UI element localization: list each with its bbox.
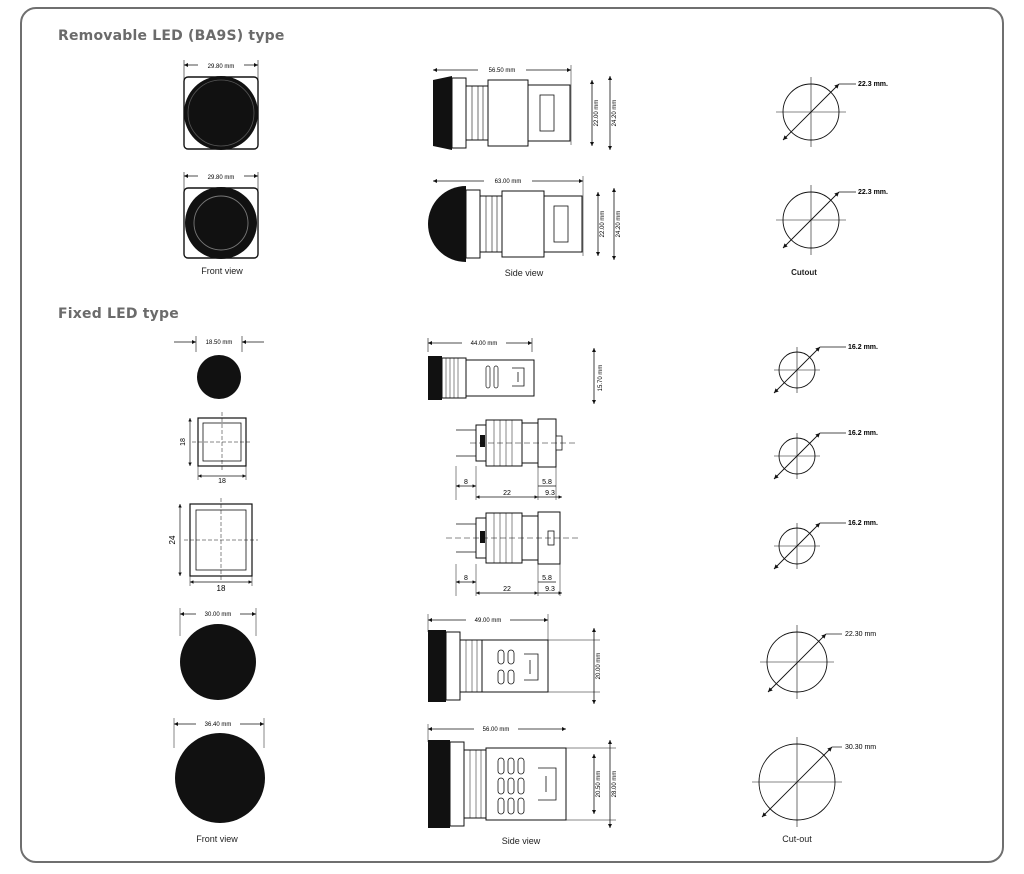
dim-label: 9.3 (545, 586, 555, 593)
dim-label: 24.20 mm (616, 211, 622, 238)
front-view-fixed-3: 24 18 (168, 498, 258, 593)
side-view-fixed-2: 8 22 5.8 9.3 (455, 418, 578, 500)
front-view-fixed-2: 18 18 (180, 412, 252, 485)
dim-label: 22.3 mm. (858, 81, 888, 88)
dim-label: 22 (503, 586, 511, 593)
cutout-fixed-2: 16.2 mm. (773, 430, 878, 480)
dim-label: 30.00 mm (205, 612, 232, 618)
side-view-fixed-5: 56.00 mm 20.50 mm 28.00 mm (427, 724, 618, 828)
front-view-fixed-1: 18.50 mm (174, 336, 264, 399)
dim-label: 44.00 mm (471, 341, 498, 347)
caption-side-view: Side view (501, 836, 541, 846)
dim-label: 16.2 mm. (848, 344, 878, 351)
dim-label: 20.50 mm (596, 771, 602, 798)
dim-label: 56.50 mm (489, 68, 516, 74)
dim-label: 22.00 mm (600, 211, 606, 238)
caption-front-view: Front view (201, 266, 243, 276)
cutout-removable-1: 22.3 mm. (776, 77, 888, 147)
dim-label: 30.30 mm (845, 744, 876, 751)
front-view-removable-1: 29.80 mm (183, 60, 259, 150)
caption-cutout: Cut-out (782, 834, 812, 844)
cutout-fixed-4: 22.30 mm (760, 625, 876, 699)
front-view-fixed-5: 36.40 mm (173, 718, 265, 823)
side-view-removable-1: 56.50 mm 22.00 mm 24.20 mm (433, 65, 618, 150)
content-frame (20, 7, 1004, 863)
front-view-fixed-4: 30.00 mm (179, 608, 257, 700)
caption-front-view: Front view (196, 834, 238, 844)
dim-label: 22 (503, 490, 511, 497)
dim-label: 56.00 mm (483, 727, 510, 733)
dim-label: 29.80 mm (208, 64, 235, 70)
caption-cutout: Cutout (791, 268, 817, 277)
caption-side-view: Side view (504, 268, 544, 278)
front-view-removable-2: 29.80 mm (183, 172, 259, 259)
dim-label: 49.00 mm (475, 618, 502, 624)
dim-label: 63.00 mm (495, 179, 522, 185)
cutout-fixed-5: 30.30 mm (752, 737, 876, 827)
side-view-fixed-3: 8 22 5.8 9.3 (446, 511, 578, 596)
dim-label: 18 (218, 478, 226, 485)
cutout-fixed-1: 16.2 mm. (773, 344, 878, 394)
dim-label: 24 (168, 535, 177, 544)
dim-label: 28.00 mm (612, 771, 618, 798)
dim-label: 18 (180, 438, 187, 446)
dim-label: 8 (464, 479, 468, 486)
cutout-removable-2: 22.3 mm. (776, 185, 888, 255)
side-view-fixed-4: 49.00 mm 20.00 mm (427, 614, 602, 704)
side-view-removable-2: 63.00 mm 22.00 mm 24.20 mm (428, 176, 622, 262)
dim-label: 16.2 mm. (848, 520, 878, 527)
dim-label: 5.8 (542, 479, 552, 486)
dim-label: 22.3 mm. (858, 189, 888, 196)
cutout-fixed-3: 16.2 mm. (773, 520, 878, 570)
dim-label: 15.70 mm (598, 365, 604, 392)
dim-label: 20.00 mm (596, 653, 602, 680)
dim-label: 5.8 (542, 575, 552, 582)
dim-label: 36.40 mm (205, 722, 232, 728)
dim-label: 18 (217, 584, 226, 593)
dim-label: 22.00 mm (594, 100, 600, 127)
section-title-removable: Removable LED (BA9S) type (58, 28, 285, 44)
dim-label: 24.20 mm (612, 100, 618, 127)
dim-label: 16.2 mm. (848, 430, 878, 437)
dim-label: 18.50 mm (206, 340, 233, 346)
dim-label: 22.30 mm (845, 631, 876, 638)
side-view-fixed-1: 44.00 mm 15.70 mm (427, 338, 604, 404)
dim-label: 29.80 mm (208, 175, 235, 181)
dim-label: 9.3 (545, 490, 555, 497)
section-title-fixed: Fixed LED type (58, 306, 179, 322)
dim-label: 8 (464, 575, 468, 582)
